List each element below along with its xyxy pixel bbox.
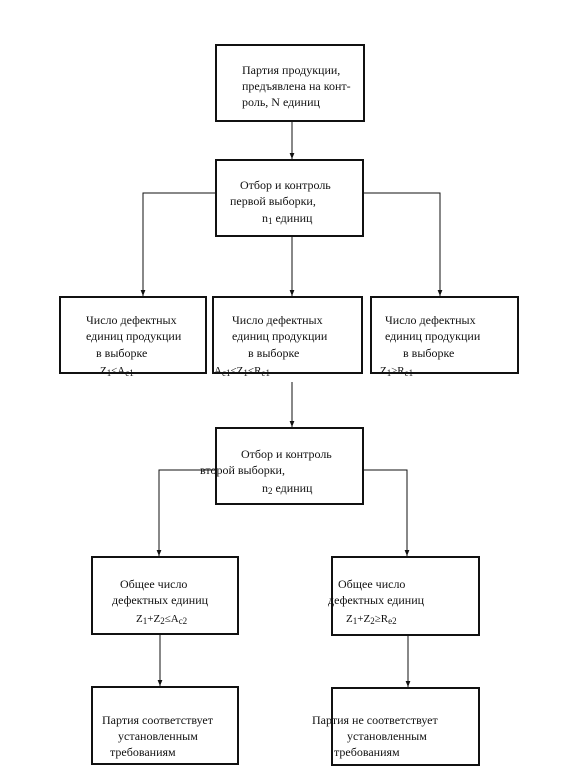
second-sample-box xyxy=(215,427,364,505)
lot-line-1: Партия продукции, xyxy=(242,63,341,77)
cond-r: R xyxy=(397,365,405,377)
defect-right-line-1: Число дефектных xyxy=(385,313,476,327)
cond-op: ≥ xyxy=(391,365,398,377)
cond-z-sub: 1 xyxy=(243,368,248,378)
first-sample-n-sub: 1 xyxy=(268,216,273,226)
first-sample-line-3: n1 единиц xyxy=(262,210,312,229)
reject-line-1: Партия не соответствует xyxy=(312,713,438,727)
arrow-first-sample-to-defect-right xyxy=(364,192,443,296)
accept-line-2: установленным xyxy=(118,729,198,743)
f-plus: + xyxy=(357,613,364,625)
cond-z: Z xyxy=(380,365,387,377)
total-left-box xyxy=(91,556,239,635)
second-sample-line-2: второй выборки, xyxy=(200,463,285,477)
cond-a: A xyxy=(117,365,126,377)
f-z2-sub: 2 xyxy=(370,616,375,626)
arrow-first-sample-to-defect-left xyxy=(140,192,215,296)
cond-op2: < xyxy=(247,365,255,377)
cond-r: R xyxy=(254,365,262,377)
lot-box xyxy=(215,44,365,122)
cond-z: Z xyxy=(100,365,107,377)
cond-z-sub: 1 xyxy=(106,368,112,378)
accept-line-1: Партия соответствует xyxy=(102,713,213,727)
total-right-line-2: дефектных единиц xyxy=(328,593,425,607)
arrow-second-sample-to-total-right xyxy=(364,469,410,556)
f-z2: Z xyxy=(363,613,371,625)
cond-a-sub: c1 xyxy=(221,368,231,378)
f-op: ≥ xyxy=(374,613,381,625)
total-left-formula: Z1+Z2≤Ac2 xyxy=(136,611,187,629)
first-sample-n: n xyxy=(262,211,268,225)
accept-box xyxy=(91,686,239,765)
f-a: A xyxy=(170,613,179,625)
cond-z-sub: 1 xyxy=(386,368,392,378)
defect-right-line-2: единиц продукции xyxy=(385,329,481,343)
lot-line-2: предъявлена на конт- xyxy=(242,79,351,93)
defect-right-box xyxy=(370,296,519,374)
f-z1: Z xyxy=(136,613,143,625)
f-a-sub: c2 xyxy=(178,616,188,626)
defect-right-condition: Z1≥Re1 xyxy=(380,363,413,381)
cond-r-sub: e1 xyxy=(261,368,270,378)
second-sample-n-sub: 2 xyxy=(268,486,273,496)
total-left-line-2: дефектных единиц xyxy=(112,593,209,607)
f-r-sub: e2 xyxy=(388,616,397,626)
defect-left-line-2: единиц продукции xyxy=(86,329,182,343)
first-sample-line-1: Отбор и контроль xyxy=(240,178,331,192)
cond-z: Z xyxy=(236,365,244,377)
arrow-second-sample-to-total-left xyxy=(156,469,215,556)
second-sample-line-3: n2 единиц xyxy=(262,480,312,499)
cond-r-sub: e1 xyxy=(404,368,414,378)
defect-middle-line-1: Число дефектных xyxy=(232,313,323,327)
reject-line-2: установленным xyxy=(347,729,427,743)
defect-middle-line-3: в выборке xyxy=(248,346,300,360)
second-sample-units: единиц xyxy=(272,481,313,495)
cond-a: A xyxy=(214,365,222,377)
f-z1: Z xyxy=(346,613,353,625)
first-sample-box xyxy=(215,159,364,237)
defect-left-condition: Z1≤Ac1 xyxy=(100,363,134,381)
f-z2: Z xyxy=(153,613,161,625)
f-op: ≤ xyxy=(164,613,171,625)
f-plus: + xyxy=(147,613,154,625)
f-z2-sub: 2 xyxy=(160,616,165,626)
lot-line-3: роль, N единиц xyxy=(242,95,320,109)
f-z1-sub: 1 xyxy=(352,616,358,626)
total-right-box xyxy=(331,556,480,636)
defect-left-box xyxy=(59,296,207,374)
second-sample-line-1: Отбор и контроль xyxy=(241,447,332,461)
cond-op: ≤ xyxy=(111,365,118,377)
defect-middle-line-2: единиц продукции xyxy=(232,329,328,343)
total-right-line-1: Общее число xyxy=(338,577,406,591)
second-sample-n: n xyxy=(262,481,268,495)
cond-op1: < xyxy=(230,365,237,377)
defect-right-line-3: в выборке xyxy=(403,346,455,360)
cond-a-sub: c1 xyxy=(125,368,134,378)
f-r: R xyxy=(380,613,389,625)
defect-middle-box xyxy=(212,296,363,374)
total-left-line-1: Общее число xyxy=(120,577,188,591)
accept-line-3: требованиям xyxy=(110,745,176,759)
first-sample-line-2: первой выборки, xyxy=(230,194,316,208)
defect-middle-condition: Ac1<Z1<Re1 xyxy=(214,363,270,381)
reject-box xyxy=(331,687,480,766)
defect-left-line-1: Число дефектных xyxy=(86,313,177,327)
total-right-formula: Z1+Z2≥Re2 xyxy=(346,611,397,629)
defect-left-line-3: в выборке xyxy=(96,346,148,360)
f-z1-sub: 1 xyxy=(142,616,148,626)
first-sample-units: единиц xyxy=(272,211,313,225)
reject-line-3: требованиям xyxy=(334,745,400,759)
